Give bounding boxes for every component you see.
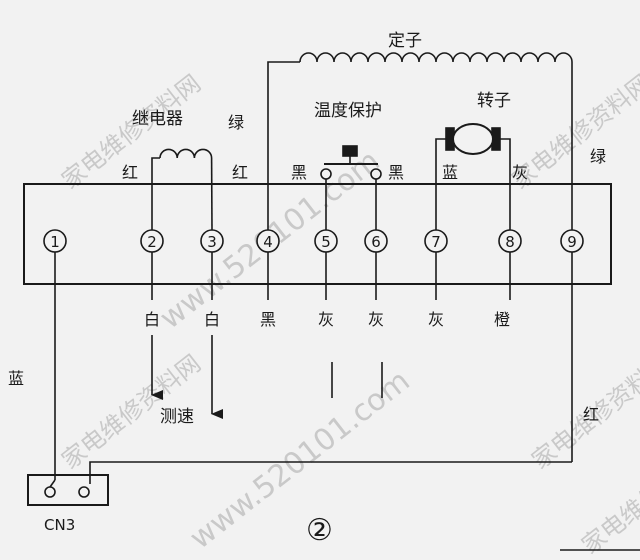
thermal-protector [320,145,382,230]
rotor-label: 转子 [477,91,511,111]
wire-label-terminal-6: 灰 [368,310,384,329]
wire-label-terminal-2: 白 [144,310,160,329]
wire-label-terminal-5: 灰 [318,310,334,329]
relay-coil [151,148,213,231]
wire-label-terminal-3: 白 [204,310,220,329]
terminal-6: 6 [371,233,381,251]
rotor-motor [435,123,511,230]
wire-label-terminal-4: 黑 [260,310,276,329]
wire-label-terminal-7: 灰 [428,310,444,329]
speed-sensor-label: 测速 [160,407,194,427]
terminal-block [23,183,612,285]
terminal-9: 9 [567,233,577,251]
stator-label: 定子 [388,31,422,51]
cn3-label: CN3 [44,516,75,534]
terminal-1: 1 [50,233,60,251]
wire-label-red-mid: 红 [232,163,248,182]
wire-label-terminal-8: 橙 [494,310,510,329]
thermal-protector-label: 温度保护 [314,101,382,121]
wire-label-black-left: 黑 [291,163,307,182]
terminal-2: 2 [147,233,157,251]
terminal-7: 7 [431,233,441,251]
terminal-circles [43,229,584,253]
terminal-3: 3 [207,233,217,251]
wire-label-gray-top: 灰 [512,163,528,182]
wire-label-red-right: 红 [583,405,599,424]
terminal-4: 4 [263,233,273,251]
wire-label-red-relay: 红 [122,163,138,182]
terminal-8: 8 [505,233,515,251]
cn3-connector [27,474,109,506]
wire-label-blue-left: 蓝 [8,369,24,388]
watermark-7: 家电维修资料网 [576,434,640,559]
wire-label-green-right: 绿 [590,147,606,166]
figure-number: ② [306,513,333,548]
external-wiring [54,252,573,484]
wire-label-blue-top: 蓝 [442,163,458,182]
stator-coil [267,52,573,230]
wire-label-black-right: 黑 [388,163,404,182]
relay-label: 继电器 [132,109,183,129]
terminal-5: 5 [321,233,331,251]
wire-label-green-left: 绿 [228,113,244,132]
